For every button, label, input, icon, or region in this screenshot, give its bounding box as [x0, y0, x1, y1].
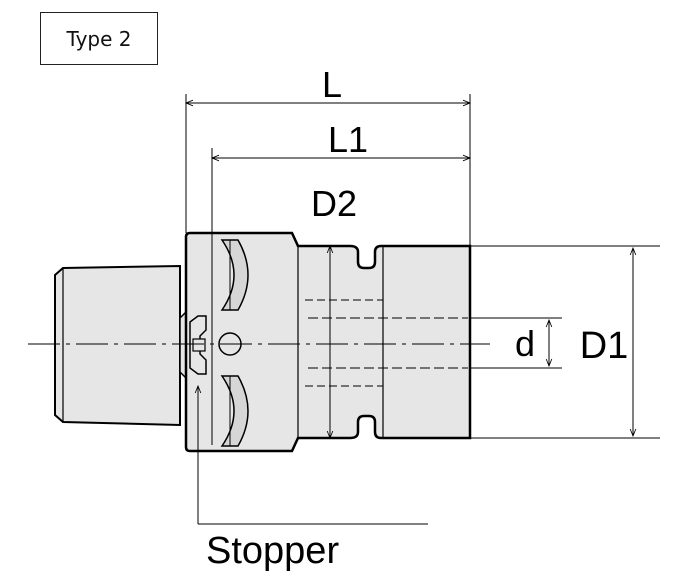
- L1-label: L1: [328, 119, 368, 160]
- type-label-box: Type 2: [40, 12, 158, 65]
- stopper-label: Stopper: [206, 530, 339, 572]
- type-label: Type 2: [66, 26, 132, 51]
- d-label: d: [515, 323, 535, 364]
- stopper-screw: [192, 338, 206, 352]
- L-label: L: [322, 64, 342, 105]
- lower-slot: [220, 375, 249, 447]
- D2-label: D2: [311, 183, 357, 224]
- upper-slot: [220, 239, 249, 311]
- D1-label: D1: [580, 325, 629, 367]
- taper-shank: [54, 264, 181, 427]
